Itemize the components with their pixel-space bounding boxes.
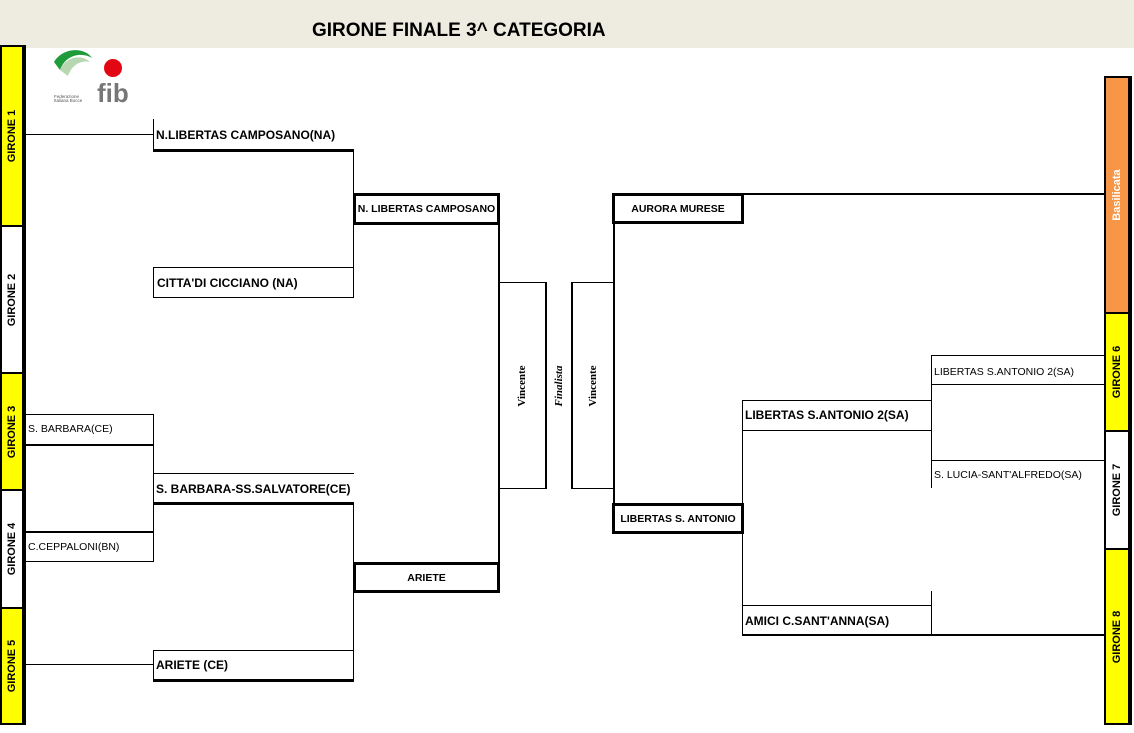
connector	[498, 208, 500, 578]
finalista-label: Finalista	[553, 365, 565, 407]
connector	[153, 531, 154, 562]
semi-left-bottom: ARIETE	[353, 562, 500, 593]
logo-subtitle: Federazione	[54, 94, 80, 99]
connector	[742, 400, 743, 431]
girone-label: GIRONE 6	[1111, 345, 1123, 399]
girone-label: GIRONE 2	[6, 273, 18, 326]
connector	[26, 531, 154, 533]
team-r1-3: S. BARBARA(CE)	[28, 423, 113, 435]
connector	[931, 460, 1104, 461]
semi-left-top: N. LIBERTAS CAMPOSANO	[353, 193, 500, 225]
girone-2: GIRONE 2	[0, 225, 26, 372]
logo-text: fib	[97, 78, 129, 104]
team-r1-1: N.LIBERTAS CAMPOSANO(NA)	[156, 128, 336, 142]
team-r-1: LIBERTAS S.ANTONIO 2(SA)	[934, 366, 1075, 378]
connector	[153, 473, 354, 474]
semi-team: AURORA MURESE	[631, 202, 725, 215]
vincente-right-box	[571, 282, 614, 489]
girone-8: GIRONE 8	[1104, 548, 1132, 725]
girone-4: GIRONE 4	[0, 489, 26, 607]
team-r1-4: C.CEPPALONI(BN)	[28, 541, 120, 553]
semi-team: LIBERTAS S. ANTONIO	[620, 512, 736, 525]
header-bar	[0, 0, 1134, 48]
connector	[153, 502, 354, 505]
vincente-left-box	[499, 282, 547, 489]
connector	[26, 444, 154, 446]
connector	[153, 414, 154, 445]
vincente-right-label: Vincente	[587, 365, 599, 407]
basilicata-bar: Basilicata	[1104, 76, 1132, 312]
connector	[744, 193, 1104, 195]
girone-label: Basilicata	[1111, 169, 1123, 221]
connector	[26, 414, 153, 415]
connector	[153, 650, 354, 651]
logo-subtitle: Italiana Bocce	[54, 98, 83, 103]
connector	[931, 460, 932, 488]
page-title: GIRONE FINALE 3^ CATEGORIA	[312, 20, 606, 41]
connector	[742, 400, 932, 401]
connector	[26, 561, 153, 562]
connector	[153, 650, 154, 681]
connector	[153, 267, 154, 298]
connector	[742, 605, 932, 606]
girone-label: GIRONE 3	[6, 405, 18, 458]
girone-label: GIRONE 5	[6, 639, 18, 693]
girone-label: GIRONE 4	[6, 522, 18, 576]
team-r-2: S. LUCIA-SANT'ALFREDO(SA)	[934, 469, 1082, 481]
connector	[742, 634, 1104, 636]
girone-3: GIRONE 3	[0, 372, 26, 489]
vincente-left-label: Vincente	[516, 365, 528, 407]
connector	[153, 119, 154, 150]
girone-6: GIRONE 6	[1104, 312, 1132, 430]
connector	[613, 208, 615, 518]
connector	[931, 385, 932, 460]
girone-1: GIRONE 1	[0, 45, 26, 225]
girone-7: GIRONE 7	[1104, 430, 1132, 548]
connector	[931, 384, 1104, 385]
connector	[742, 430, 932, 431]
semi-right-top: AURORA MURESE	[612, 193, 744, 224]
semi-team: ARIETE	[407, 571, 446, 584]
team-r1-6: ARIETE (CE)	[156, 658, 228, 672]
connector	[153, 149, 354, 152]
team-r-3: LIBERTAS S.ANTONIO 2(SA)	[745, 408, 909, 422]
connector	[742, 605, 743, 636]
team-r-4: AMICI C.SANT'ANNA(SA)	[745, 614, 890, 628]
connector	[26, 664, 153, 665]
connector	[153, 297, 354, 298]
connector	[931, 355, 932, 386]
fib-logo: Federazione Italiana Bocce fib	[52, 48, 146, 108]
connector	[742, 430, 743, 504]
girone-label: GIRONE 7	[1111, 463, 1123, 517]
connector	[153, 444, 154, 532]
connector	[931, 355, 1104, 356]
connector	[153, 267, 354, 268]
semi-team: N. LIBERTAS CAMPOSANO	[357, 203, 496, 215]
girone-5: GIRONE 5	[0, 607, 26, 725]
semi-right-bottom: LIBERTAS S. ANTONIO	[612, 503, 744, 534]
girone-label: GIRONE 8	[1111, 610, 1123, 663]
connector	[931, 591, 932, 635]
connector	[742, 533, 743, 606]
girone-label: GIRONE 1	[6, 109, 18, 163]
connector	[26, 134, 153, 135]
team-r1-5: S. BARBARA-SS.SALVATORE(CE)	[156, 482, 351, 496]
team-r1-2: CITTA'DI CICCIANO (NA)	[157, 276, 298, 290]
connector	[153, 679, 354, 682]
